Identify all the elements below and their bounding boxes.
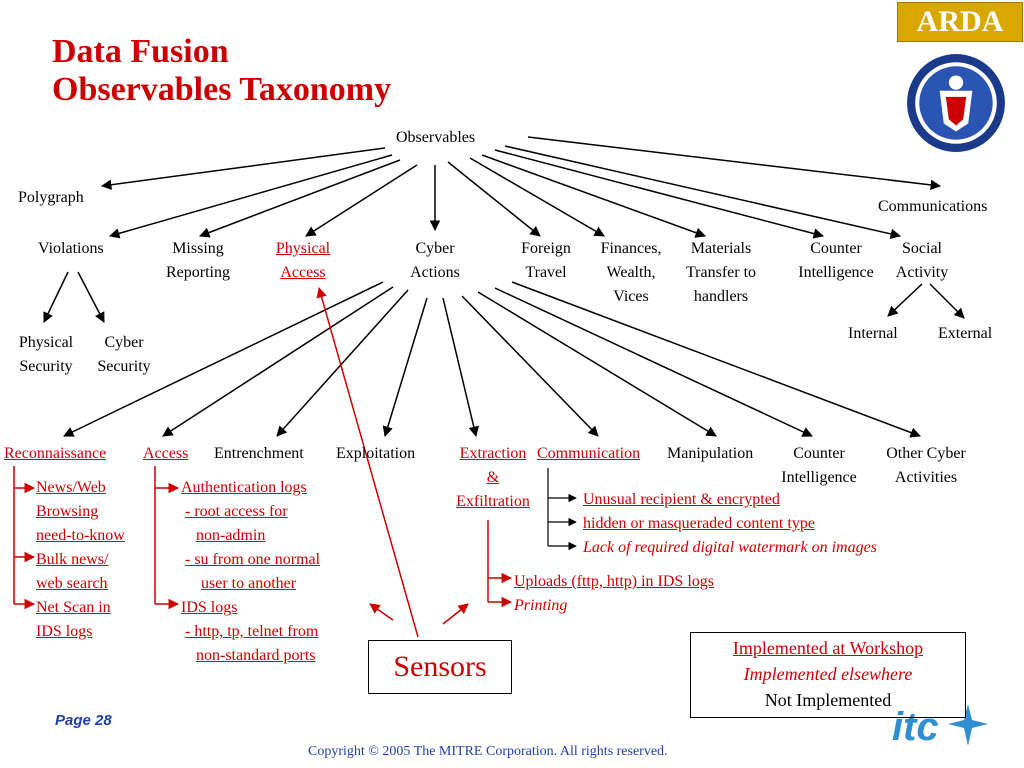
list-item: need-to-know <box>36 527 125 544</box>
node-finances: Finances, Wealth, Vices <box>600 240 662 305</box>
node-cyber-actions: Cyber Actions <box>410 240 460 281</box>
list-item: Unusual recipient & encrypted <box>583 491 780 508</box>
node-communications: Communications <box>878 198 988 215</box>
node-other-cyber: Other Cyber Activities <box>886 445 966 486</box>
node-observables: Observables <box>396 129 476 146</box>
edge-communication <box>461 295 599 437</box>
node-foreign-travel: Foreign Travel <box>521 240 571 281</box>
node-social-activity: Social Activity <box>895 240 949 281</box>
legend-elsewhere: Implemented elsewhere <box>743 664 913 684</box>
list-item: - root access for <box>185 503 288 520</box>
edge-counter <box>494 149 825 239</box>
edge-reconnaissance <box>63 281 384 437</box>
svg-text:itc: itc <box>892 705 939 749</box>
sensors-box: Sensors <box>368 640 512 694</box>
edge-physical-security <box>43 271 69 323</box>
communication-list: Unusual recipient & encrypted hidden or … <box>583 488 877 560</box>
edge-extraction <box>442 297 479 438</box>
node-violations: Violations <box>38 240 104 257</box>
edge-foreign <box>447 161 541 237</box>
legend-workshop: Implemented at Workshop <box>732 638 924 658</box>
node-missing-reporting: Missing Reporting <box>166 240 230 281</box>
node-physical-access: Physical Access <box>275 240 331 281</box>
itc-logo-icon: itc <box>892 704 988 749</box>
node-manipulation: Manipulation <box>667 445 754 462</box>
edge-cyber-security <box>77 271 105 323</box>
list-item: Bulk news/ <box>36 551 109 568</box>
edge-counter-cyber <box>494 287 813 437</box>
cia-seal-icon <box>907 54 1005 152</box>
edge-other-cyber <box>511 281 921 438</box>
node-reconnaissance: Reconnaissance <box>4 445 107 462</box>
edge-external <box>929 283 965 319</box>
arda-logo: ARDA <box>897 2 1023 42</box>
node-cyber-security: Cyber Security <box>97 334 151 375</box>
list-item: Lack of required digital watermark on im… <box>583 539 877 556</box>
edge-polygraph <box>100 147 386 190</box>
list-item: Net Scan in <box>36 599 111 616</box>
list-item: hidden or masqueraded content type <box>583 515 815 532</box>
edge-violations <box>108 154 393 239</box>
list-item: IDS logs <box>181 599 238 616</box>
node-counter-intelligence: Counter Intelligence <box>798 240 874 281</box>
edge-physical-access <box>305 164 418 237</box>
edge-manipulation <box>477 291 717 437</box>
list-item: News/Web <box>36 479 106 496</box>
edge-exploitation <box>382 297 428 438</box>
edge-access <box>162 286 394 437</box>
list-item: IDS logs <box>36 623 93 640</box>
edge-social <box>504 145 902 240</box>
list-item: Printing <box>514 597 568 614</box>
sensor-arrow-left <box>369 603 394 621</box>
node-materials: Materials Transfer to handlers <box>685 240 757 305</box>
node-internal: Internal <box>848 325 898 342</box>
sensor-arrow-right <box>442 603 469 625</box>
access-list: Authentication logs - root access for no… <box>181 476 320 668</box>
list-item: non-admin <box>196 527 266 544</box>
list-item: Browsing <box>36 503 99 520</box>
list-item: Uploads (fttp, http) in IDS logs <box>514 573 714 590</box>
title-line-1: Data Fusion <box>52 33 229 70</box>
node-counter-cyber: Counter Intelligence <box>781 445 857 486</box>
list-item: - http, tp, telnet from <box>185 623 319 640</box>
list-item: web search <box>36 575 108 592</box>
edge-missing <box>199 159 401 238</box>
legend-box: Implemented at Workshop Implemented else… <box>690 632 966 718</box>
extraction-list: Uploads (fttp, http) in IDS logs Printin… <box>514 570 714 618</box>
node-exploitation: Exploitation <box>336 445 416 462</box>
sensor-arrow-physical-access <box>316 286 419 638</box>
list-item: user to another <box>201 575 297 592</box>
edge-internal <box>887 283 923 317</box>
node-entrenchment: Entrenchment <box>214 445 304 462</box>
list-item: Authentication logs <box>181 479 307 496</box>
list-item: non-standard ports <box>196 647 316 664</box>
node-external: External <box>938 325 993 342</box>
node-extraction: Extraction & Exfiltration <box>456 445 530 510</box>
edge-finances <box>469 157 605 237</box>
title-line-2: Observables Taxonomy <box>52 71 392 108</box>
legend-not: Not Implemented <box>764 690 892 710</box>
list-item: - su from one normal <box>185 551 321 568</box>
node-access: Access <box>143 445 189 462</box>
copyright: Copyright © 2005 The MITRE Corporation. … <box>308 744 668 759</box>
edge-entrenchment <box>276 289 409 437</box>
page-title: Data Fusion Observables Taxonomy <box>52 33 391 109</box>
edge-materials <box>481 154 706 238</box>
node-communication: Communication <box>537 445 641 462</box>
recon-list: News/Web Browsing need-to-know Bulk news… <box>36 476 125 644</box>
edge-communications <box>527 136 942 191</box>
page-number: Page 28 <box>55 712 112 729</box>
node-physical-security: Physical Security <box>18 334 74 375</box>
node-polygraph: Polygraph <box>18 189 84 206</box>
